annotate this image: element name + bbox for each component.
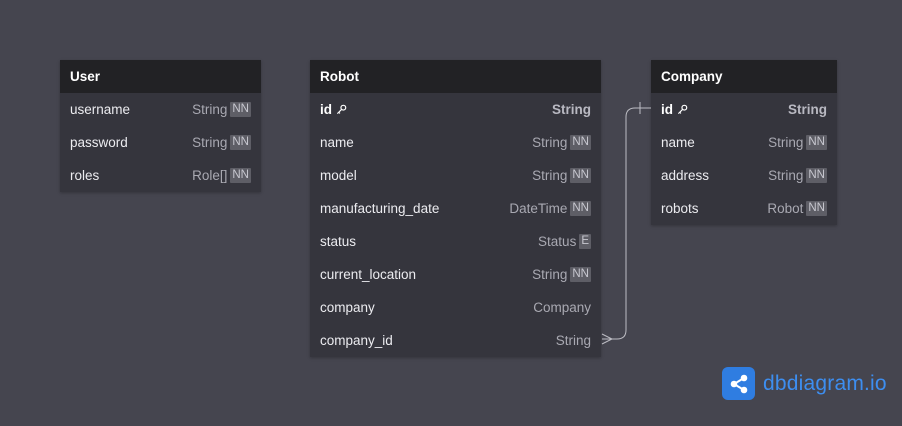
field-type-label: Status: [538, 234, 577, 249]
field-row[interactable]: roles Role[]NN: [60, 159, 261, 192]
dbdiagram-logo[interactable]: dbdiagram.io: [722, 367, 887, 400]
field-type-label: String: [192, 135, 228, 150]
field-type-label: DateTime: [509, 201, 568, 216]
not-null-badge: NN: [570, 168, 591, 183]
field-name: robots: [661, 201, 699, 216]
field-type-label: Role[]: [192, 168, 228, 183]
key-icon: [677, 104, 688, 115]
field-name: current_location: [320, 267, 417, 282]
field-name: name: [320, 135, 354, 150]
table-header-company[interactable]: Company: [651, 60, 837, 93]
field-name: address: [661, 168, 710, 183]
field-type-label: String: [532, 135, 568, 150]
field-row-pk[interactable]: id String: [310, 93, 601, 126]
field-type-label: String: [768, 168, 804, 183]
field-type-label: String: [192, 102, 228, 117]
field-type-label: String: [768, 135, 804, 150]
relationship-line: [602, 107, 651, 340]
field-type: Company: [533, 300, 591, 315]
field-name: model: [320, 168, 357, 183]
field-row[interactable]: company_id String: [310, 324, 601, 357]
enum-badge: E: [579, 234, 591, 249]
field-type: String: [555, 333, 591, 348]
table-header-robot[interactable]: Robot: [310, 60, 601, 93]
field-name: roles: [70, 168, 100, 183]
not-null-badge: NN: [230, 168, 251, 183]
field-name: id: [320, 102, 347, 117]
not-null-badge: NN: [806, 168, 827, 183]
field-name: username: [70, 102, 131, 117]
field-type-label: Robot: [767, 201, 804, 216]
logo-text: dbdiagram.io: [763, 371, 887, 395]
not-null-badge: NN: [570, 135, 591, 150]
field-type: String: [552, 102, 591, 117]
field-name: status: [320, 234, 357, 249]
field-row[interactable]: company Company: [310, 291, 601, 324]
field-type: Role[]NN: [192, 168, 251, 183]
field-row-pk[interactable]: id String: [651, 93, 837, 126]
table-header-user[interactable]: User: [60, 60, 261, 93]
not-null-badge: NN: [230, 102, 251, 117]
not-null-badge: NN: [806, 135, 827, 150]
many-marker: [601, 333, 614, 345]
field-name-label: id: [661, 102, 673, 117]
field-name: manufacturing_date: [320, 201, 440, 216]
field-name: name: [661, 135, 695, 150]
key-icon: [336, 104, 347, 115]
not-null-badge: NN: [570, 267, 591, 282]
field-name: password: [70, 135, 128, 150]
not-null-badge: NN: [806, 201, 827, 216]
field-type-label: String: [532, 168, 568, 183]
field-name: id: [661, 102, 688, 117]
field-type-label: String: [532, 267, 568, 282]
field-name-label: id: [320, 102, 332, 117]
field-type: String: [788, 102, 827, 117]
share-nodes-icon: [722, 367, 755, 400]
not-null-badge: NN: [570, 201, 591, 216]
not-null-badge: NN: [230, 135, 251, 150]
field-name: company_id: [320, 333, 393, 348]
field-name: company: [320, 300, 375, 315]
